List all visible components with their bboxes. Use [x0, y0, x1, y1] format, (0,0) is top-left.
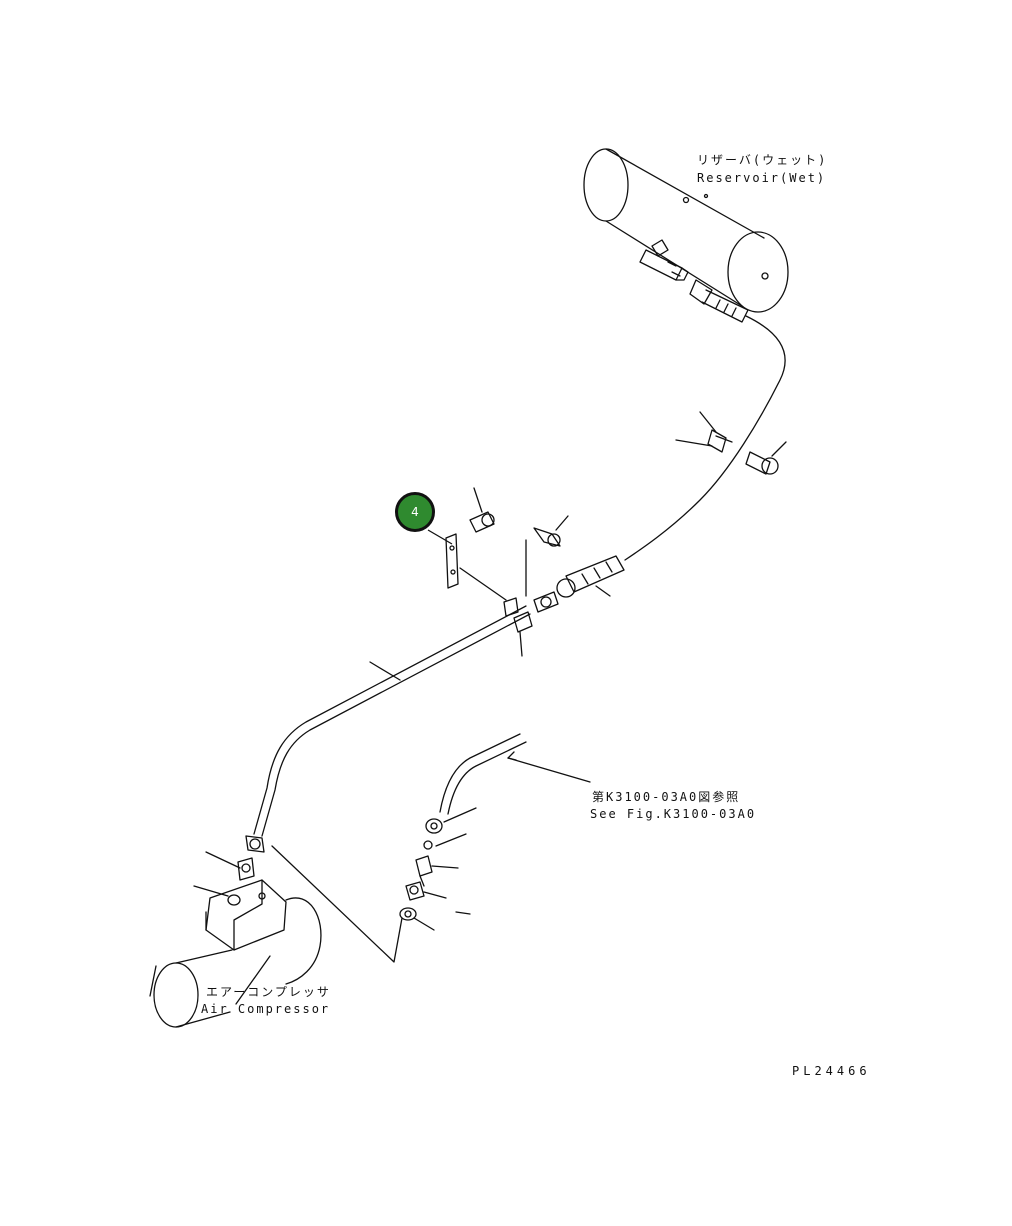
callout-number: 4	[411, 505, 419, 519]
label-see-fig-en: See Fig.K3100-03A0	[590, 807, 757, 821]
reference-pipe	[439, 733, 591, 815]
air-compressor	[149, 851, 322, 1028]
label-reservoir-jp: リザーバ(ウェット)	[697, 153, 828, 167]
callout-4[interactable]: 4	[395, 492, 435, 532]
label-see-fig-jp: 第K3100-03A0図参照	[592, 790, 741, 804]
bracket-assembly	[445, 487, 569, 601]
reservoir-fittings	[639, 239, 749, 323]
label-compressor-en: Air Compressor	[201, 1002, 331, 1016]
drawing-number: PL24466	[792, 1064, 871, 1078]
hose-clamp	[675, 411, 787, 475]
hose-lower-fittings	[533, 555, 625, 613]
small-parts-stack	[271, 807, 477, 963]
rigid-pipe	[253, 605, 531, 837]
pipe-lower-nut	[245, 835, 265, 853]
label-reservoir-en: Reservoir(Wet)	[697, 171, 827, 185]
upper-hose	[624, 315, 786, 561]
label-compressor-jp: エアーコンプレッサ	[206, 985, 331, 999]
reservoir-tank	[583, 148, 789, 313]
pipe-clamp	[503, 597, 533, 657]
